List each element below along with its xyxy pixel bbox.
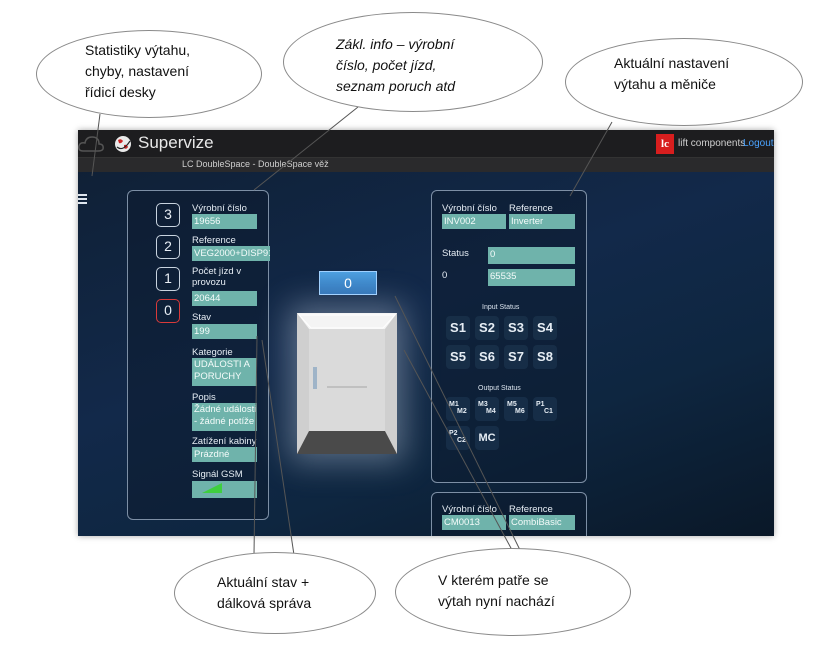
output-status-title: Output Status [478, 385, 521, 392]
app-title: Supervize [138, 133, 214, 152]
input-s6[interactable]: S6 [475, 345, 499, 369]
inverter-value-label: 0 [442, 270, 448, 281]
input-s2[interactable]: S2 [475, 316, 499, 340]
cabin-illustration [297, 313, 397, 454]
description-label: Popis [192, 392, 216, 403]
board-reference-label: Reference [509, 504, 553, 515]
output-mc[interactable]: MC [475, 426, 499, 450]
callout-settings: Aktuální nastavení výtahu a měniče [565, 38, 803, 126]
category-label: Kategorie [192, 347, 233, 358]
elevator-cabin [297, 313, 397, 454]
top-bar: Supervize lc lift components Logout [78, 130, 774, 158]
state-field: 199 [192, 324, 257, 339]
serial-value: 19656 [192, 214, 257, 229]
input-s8[interactable]: S8 [533, 345, 557, 369]
inverter-serial-label: Výrobní číslo [442, 203, 497, 214]
input-s7[interactable]: S7 [504, 345, 528, 369]
reference-value: VEG2000+DISP911 [192, 246, 270, 261]
globe-icon [115, 136, 131, 152]
load-value: Prázdné [192, 447, 257, 462]
control-board-panel: Výrobní číslo CM0013 Reference CombiBasi… [431, 492, 587, 536]
description-value: Žádné události - žádné potíže [192, 403, 257, 431]
trips-label: Počet jízd v provozu [192, 266, 242, 288]
state-label: Stav [192, 312, 212, 323]
category-value: UDÁLOSTI A PORUCHY [192, 358, 257, 386]
cloud-icon [78, 136, 104, 152]
inverter-panel: Výrobní číslo INV002 Reference Inverter … [431, 190, 587, 483]
inverter-status-value: 0 [488, 247, 575, 264]
brand-name: lift components [678, 138, 746, 149]
load-label: Zatížení kabiny [192, 436, 257, 447]
floor-button-1[interactable]: 1 [156, 267, 180, 291]
callout-current-floor: V kterém patře se výtah nyní nachází [395, 548, 631, 636]
elevator-info-panel: 3 2 1 0 Výrobní číslo 19656 Reference VE… [127, 190, 270, 520]
brand-logo: lc [656, 134, 674, 154]
board-serial-value: CM0013 [442, 515, 506, 530]
serial-label: Výrobní číslo [192, 203, 247, 214]
inverter-status-label: Status [442, 248, 469, 259]
supervize-app-window: Supervize lc lift components Logout LC D… [78, 130, 774, 536]
signal-bars-icon [202, 483, 222, 493]
floor-button-0[interactable]: 0 [156, 299, 180, 323]
device-bar: LC DoubleSpace - DoubleSpace věž [78, 158, 774, 172]
logout-link[interactable]: Logout [743, 138, 774, 149]
input-status-title: Input Status [482, 304, 520, 311]
gsm-label: Signál GSM [192, 469, 243, 480]
inverter-reference-label: Reference [509, 203, 553, 214]
hamburger-icon[interactable] [78, 194, 88, 204]
input-s4[interactable]: S4 [533, 316, 557, 340]
floor-button-2[interactable]: 2 [156, 235, 180, 259]
trips-value: 20644 [192, 291, 257, 306]
callout-statistics: Statistiky výtahu, chyby, nastavení řídi… [36, 30, 262, 118]
state-value: 199 [194, 326, 210, 337]
gsm-signal-field [192, 481, 257, 498]
callout-current-state: Aktuální stav + dálková správa [174, 552, 376, 634]
board-serial-label: Výrobní číslo [442, 504, 497, 515]
board-reference-value: CombiBasic [509, 515, 575, 530]
current-floor-indicator: 0 [319, 271, 377, 295]
floor-button-3[interactable]: 3 [156, 203, 180, 227]
input-s5[interactable]: S5 [446, 345, 470, 369]
device-name: LC DoubleSpace - DoubleSpace věž [182, 159, 329, 169]
inverter-serial-value: INV002 [442, 214, 506, 229]
inverter-reference-value: Inverter [509, 214, 575, 229]
callout-basic-info: Zákl. info – výrobní číslo, počet jízd, … [283, 12, 543, 112]
inverter-value: 65535 [488, 269, 575, 286]
input-s3[interactable]: S3 [504, 316, 528, 340]
input-s1[interactable]: S1 [446, 316, 470, 340]
reference-label: Reference [192, 235, 236, 246]
